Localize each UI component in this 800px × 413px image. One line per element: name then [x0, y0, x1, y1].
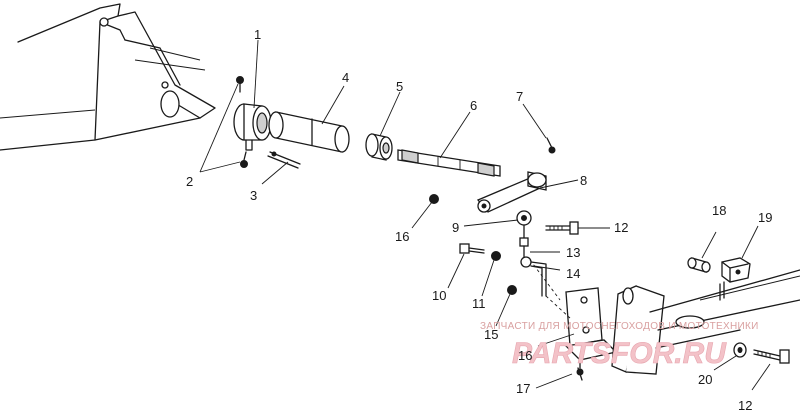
callout-1: 1: [254, 27, 261, 42]
part-20-washer: [733, 342, 747, 358]
callout-7: 7: [516, 89, 523, 104]
part-19-block: [721, 257, 751, 283]
part-18-bushing: [687, 257, 711, 273]
callout-17: 17: [516, 381, 530, 396]
part-7-screw: [546, 137, 556, 154]
callout-8: 8: [580, 173, 587, 188]
part-2-screws: [236, 76, 248, 168]
watermark-tagline: ЗАПЧАСТИ ДЛЯ МОТОСНЕГОХОДОВ И МОТОТЕХНИК…: [480, 321, 759, 332]
part-3-pin: [267, 151, 301, 169]
part-5-spacer: [365, 133, 393, 161]
callout-12-upper: 12: [614, 220, 628, 235]
part-4-tube: [268, 111, 350, 153]
callout-14: 14: [566, 266, 580, 281]
part-8-lever-arm: [476, 171, 547, 213]
part-6-shaft: [397, 149, 501, 177]
callout-18: 18: [712, 203, 726, 218]
callout-11: 11: [472, 296, 486, 311]
callout-16-upper: 16: [395, 229, 409, 244]
part-12-bolts: [545, 221, 790, 364]
callout-13: 13: [566, 245, 580, 260]
watermark-brand: PARTSFOR.RU: [512, 337, 727, 370]
callout-19: 19: [758, 210, 772, 225]
part-1-collar: [233, 103, 272, 151]
callout-2: 2: [186, 174, 193, 189]
callout-9: 9: [452, 220, 459, 235]
part-9-13-link: [516, 210, 532, 268]
callout-labels: 1 2 3 4 5 6 7 8 9 10 11 12 12 13 14 15 1…: [186, 27, 772, 413]
watermark: ЗАПЧАСТИ ДЛЯ МОТОСНЕГОХОДОВ И МОТОТЕХНИК…: [480, 321, 759, 370]
callout-10: 10: [432, 288, 446, 303]
callout-16-lower: 16: [518, 348, 532, 363]
alignment-lines: [529, 259, 571, 319]
callout-6: 6: [470, 98, 477, 113]
callout-4: 4: [342, 70, 349, 85]
callout-5: 5: [396, 79, 403, 94]
chassis-frame: [0, 3, 216, 151]
lower-frame-member: [611, 269, 800, 375]
part-10-11-15-hardware: [459, 243, 501, 261]
leader-lines: [199, 39, 771, 391]
callout-3: 3: [250, 188, 257, 203]
callout-12-lower: 12: [738, 398, 752, 413]
callout-15: 15: [484, 327, 498, 342]
callout-20: 20: [698, 372, 712, 387]
part-16-nuts: [429, 194, 517, 295]
